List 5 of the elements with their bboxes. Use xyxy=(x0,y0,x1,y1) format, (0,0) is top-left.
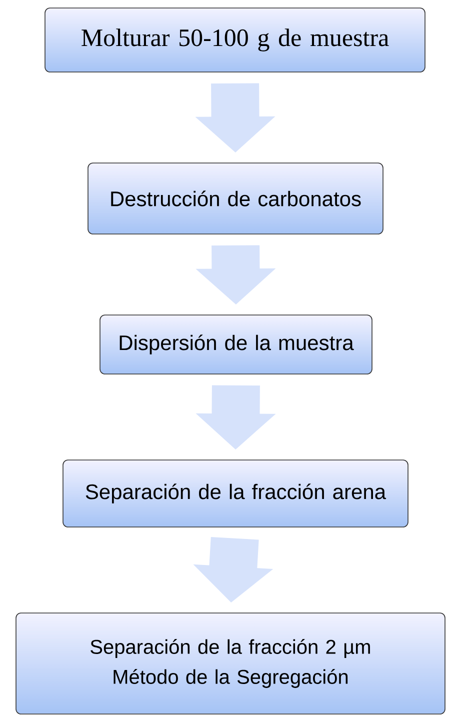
process-box: Separación de la fracción 2 µm Método de la Segregación xyxy=(16,612,446,714)
process-box: Dispersión de la muestra xyxy=(100,314,372,374)
process-box: Destrucción de carbonatos xyxy=(88,162,384,234)
process-box: Separación de la fracción arena xyxy=(62,460,408,528)
process-box: Molturar 50-100 g de muestra xyxy=(44,8,426,72)
